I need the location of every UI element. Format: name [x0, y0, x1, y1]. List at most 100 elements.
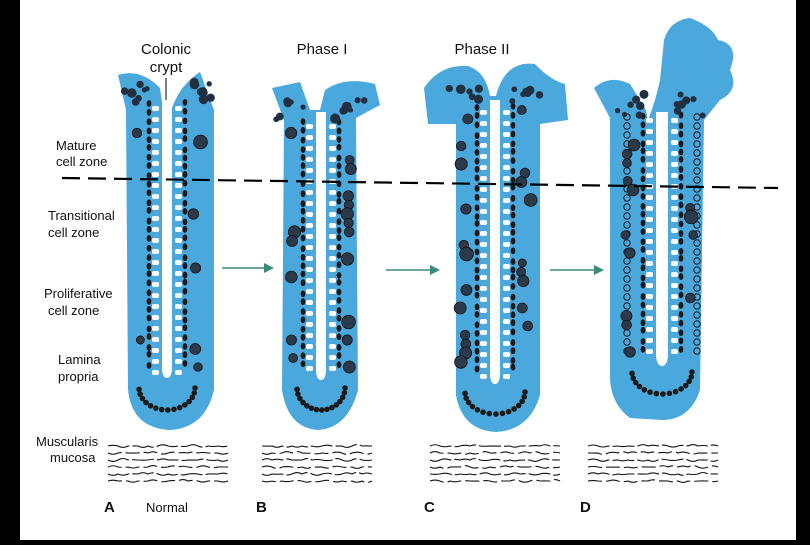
nucleus	[182, 199, 188, 207]
lumen-goblet-cell	[646, 162, 653, 167]
surface-nucleus	[690, 96, 697, 103]
lumen-goblet-cell	[306, 157, 313, 162]
nucleus	[474, 303, 480, 311]
lumen-goblet-cell	[503, 132, 510, 137]
lumen-goblet-cell	[306, 234, 313, 239]
ring-cell	[623, 239, 631, 247]
lumen-goblet-cell	[646, 316, 653, 321]
surface-nucleus	[468, 93, 476, 101]
basal-nucleus	[333, 402, 340, 408]
lumen-goblet-cell	[175, 359, 182, 364]
large-nucleus	[517, 258, 527, 268]
nucleus	[146, 136, 152, 144]
nucleus	[182, 316, 188, 324]
lumen-goblet-cell	[152, 128, 159, 133]
basal-nucleus	[295, 391, 301, 397]
nucleus	[678, 237, 684, 245]
nucleus	[182, 360, 188, 367]
nucleus	[678, 310, 684, 318]
nucleus	[640, 238, 646, 246]
nucleus	[182, 146, 188, 154]
lumen-goblet-cell	[503, 242, 510, 247]
lumen-goblet-cell	[152, 194, 159, 199]
lumen-goblet-cell	[671, 151, 678, 156]
nucleus	[146, 189, 152, 197]
basal-nucleus	[678, 386, 684, 392]
basal-nucleus	[462, 390, 468, 397]
basal-nucleus	[463, 395, 469, 401]
surface-nucleus	[473, 94, 484, 104]
nucleus	[336, 136, 342, 143]
muscle-fiber	[261, 472, 373, 476]
lumen-goblet-cell	[329, 344, 336, 349]
surface-nucleus	[189, 79, 200, 90]
crypt-d-nuclei	[614, 89, 706, 397]
lumen-goblet-cell	[503, 264, 510, 269]
nucleus	[300, 245, 306, 253]
nucleus	[182, 334, 188, 342]
lumen-goblet-cell	[329, 256, 336, 261]
lumen-goblet-cell	[306, 124, 313, 129]
large-nucleus	[135, 335, 145, 345]
ring-cell	[623, 221, 631, 229]
crypt-c-nuclei	[445, 84, 544, 417]
surface-nucleus	[635, 111, 643, 119]
lumen-goblet-cell	[671, 118, 678, 123]
basal-nucleus	[521, 394, 528, 400]
basal-nucleus	[515, 402, 522, 409]
lumen-goblet-cell	[480, 209, 487, 214]
ring-cell	[623, 284, 631, 292]
basal-nucleus	[308, 405, 315, 411]
large-nucleus	[627, 138, 641, 152]
nucleus	[336, 162, 342, 170]
lumen-goblet-cell	[480, 110, 487, 115]
surface-nucleus	[677, 91, 684, 98]
nucleus	[640, 140, 646, 148]
large-nucleus	[344, 155, 355, 165]
ring-cell	[693, 284, 701, 292]
nucleus	[474, 148, 480, 156]
basal-nucleus	[632, 379, 639, 386]
lumen-goblet-cell	[306, 201, 313, 206]
muscle-fiber	[587, 444, 719, 448]
nucleus	[510, 258, 516, 265]
basal-nucleus	[189, 394, 196, 401]
crypt-b-lumen	[316, 112, 326, 380]
nucleus	[678, 265, 684, 273]
nucleus	[640, 129, 646, 137]
lumen-goblet-cell	[503, 209, 510, 214]
nucleus	[182, 225, 188, 233]
lumen-goblet-cell	[152, 315, 159, 320]
lumen-goblet-cell	[646, 305, 653, 310]
large-nucleus	[460, 203, 472, 215]
muscle-fiber	[429, 444, 561, 448]
lumen-goblet-cell	[175, 315, 182, 320]
lumen-goblet-cell	[646, 272, 653, 277]
lumen-goblet-cell	[503, 165, 510, 170]
panel-caption-normal: Normal	[146, 500, 188, 515]
nucleus	[300, 154, 306, 161]
large-nucleus	[517, 274, 530, 288]
nucleus	[510, 347, 516, 355]
lumen-goblet-cell	[503, 220, 510, 225]
large-nucleus	[620, 230, 630, 240]
large-nucleus	[523, 193, 538, 207]
nucleus	[678, 283, 684, 291]
ring-cell	[693, 338, 701, 346]
lumen-goblet-cell	[175, 282, 182, 287]
label-transitional-line2: cell zone	[48, 225, 99, 240]
nucleus	[146, 270, 152, 278]
muscle-fiber	[587, 465, 719, 469]
nucleus	[336, 296, 342, 304]
nucleus	[474, 238, 480, 246]
nucleus	[474, 321, 480, 329]
muscle-fiber	[261, 450, 373, 455]
lumen-goblet-cell	[646, 294, 653, 299]
nucleus	[300, 270, 306, 278]
nucleus	[300, 254, 306, 261]
nucleus	[474, 121, 480, 129]
ring-cell	[623, 266, 631, 274]
nucleus	[510, 311, 516, 319]
surface-nucleus	[636, 101, 645, 111]
nucleus	[182, 271, 188, 279]
